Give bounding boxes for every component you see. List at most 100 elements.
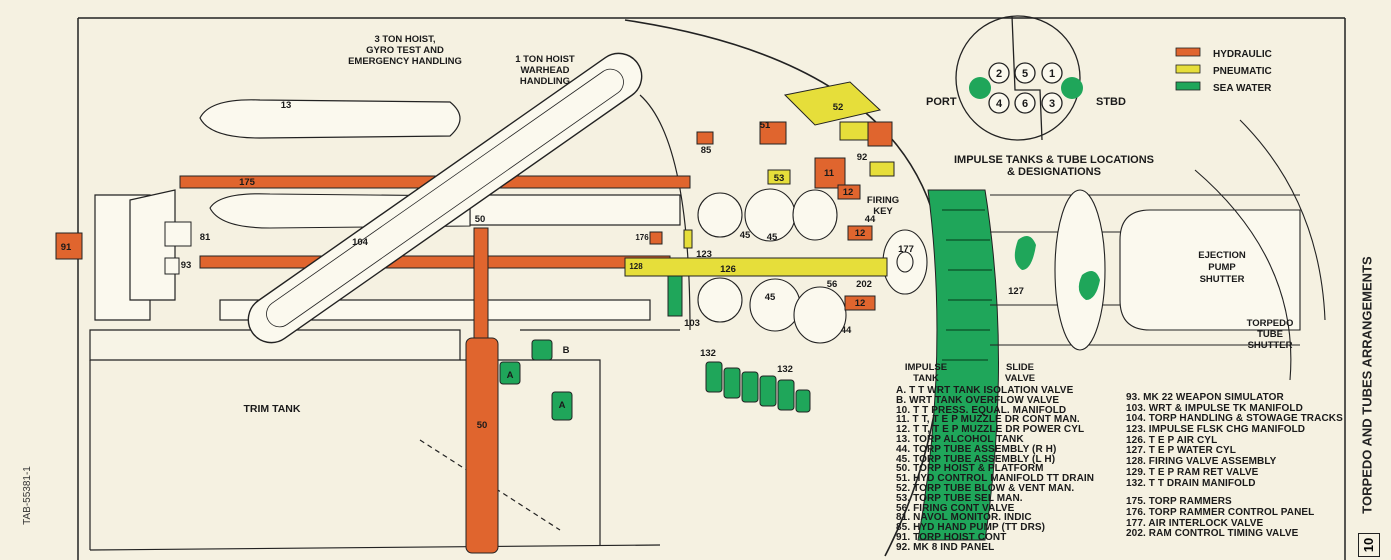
key-item: 85. HYD HAND PUMP (TT DRS) <box>896 522 1046 534</box>
callout-number: B <box>563 345 570 356</box>
tep-water-cyl-127 <box>1014 236 1100 300</box>
callout-number: 176 <box>635 233 649 242</box>
callout-ejection-pump-shutter: PUMP <box>1208 262 1236 273</box>
callout-ejection-pump-shutter: EJECTION <box>1198 250 1246 261</box>
callout-number: 50 <box>477 420 488 431</box>
torpedo-hoist-platform-50 <box>247 52 643 344</box>
hydraulic-swatch <box>1175 47 1201 57</box>
key-item: 176. TORP RAMMER CONTROL PANEL <box>1126 506 1315 518</box>
key-item: 11. T T, T E P MUZZLE DR CONT MAN. <box>896 414 1080 426</box>
callout-number: 127 <box>1008 286 1024 297</box>
mk22-simulator-93 <box>164 257 180 275</box>
callout-number: 56 <box>827 279 838 290</box>
key-item: 123. IMPULSE FLSK CHG MANIFOLD <box>1126 424 1306 436</box>
callout-number: 175 <box>239 177 256 188</box>
callout-number: 103 <box>684 318 700 329</box>
legend-label: SEA WATER <box>1213 83 1272 94</box>
callout-ejection-pump-shutter: SHUTTER <box>1200 274 1245 285</box>
callout-number: A <box>507 370 514 381</box>
callout-trim-tank: TRIM TANK <box>244 403 301 415</box>
callout-firing-key: FIRING <box>867 195 899 206</box>
callout-number: 45 <box>740 230 751 241</box>
callout-impulse-tank: IMPULSE <box>905 362 947 373</box>
callout-number: 12 <box>843 187 854 198</box>
key-item: 10. T T PRESS. EQUAL. MANIFOLD <box>896 404 1067 416</box>
key-item: 44. TORP TUBE ASSEMBLY (R H) <box>896 443 1057 455</box>
callout-number: 12 <box>855 228 866 239</box>
callout-number: 45 <box>765 292 776 303</box>
tube-diagram-caption: & DESIGNATIONS <box>1007 166 1101 178</box>
key-item: 51. HYD CONTROL MANIFOLD TT DRAIN <box>896 473 1095 485</box>
key-item: A. T T WRT TANK ISOLATION VALVE <box>896 385 1074 396</box>
callout-number: 44 <box>865 214 876 225</box>
key-item: B. WRT TANK OVERFLOW VALVE <box>896 394 1060 406</box>
callout-1-ton-hoist: 1 TON HOIST <box>515 54 575 65</box>
hoist-post <box>465 227 499 554</box>
legend-label: PNEUMATIC <box>1213 66 1272 77</box>
key-item: 103. WRT & IMPULSE TK MANIFOLD <box>1126 402 1303 414</box>
stbd-label: STBD <box>1096 96 1126 108</box>
callout-3-ton-hoist: EMERGENCY HANDLING <box>348 56 462 67</box>
callout-number: 202 <box>856 279 872 290</box>
callout-number: 128 <box>629 262 643 271</box>
torpedo-tube-outboard <box>990 119 1326 381</box>
callout-torpedo-tube-shutter: SHUTTER <box>1248 340 1293 351</box>
callout-number: 92 <box>857 152 868 163</box>
sheet-number: 10 <box>1358 533 1380 557</box>
callout-number: 81 <box>200 232 211 243</box>
callout-number: A <box>559 400 566 411</box>
callout-number: 13 <box>281 100 292 111</box>
callout-1-ton-hoist: HANDLING <box>520 76 570 87</box>
torpedo-rammer-lower <box>199 255 671 269</box>
color-legend: HYDRAULIC PNEUMATIC SEA WATER <box>1175 47 1272 94</box>
drawing-number: TAB-55381-1 <box>21 466 33 525</box>
impulse-tank-ribs <box>942 209 992 361</box>
tep-air-cyl-126 <box>624 257 888 277</box>
callout-number: 50 <box>475 214 486 225</box>
tube-number: 4 <box>996 98 1003 110</box>
key-item: 127. T E P WATER CYL <box>1126 445 1236 457</box>
key-item: 177. AIR INTERLOCK VALVE <box>1126 517 1264 529</box>
key-item: 104. TORP HANDLING & STOWAGE TRACKS <box>1126 413 1343 425</box>
torpedo-alcohol-tank-13 <box>199 99 461 139</box>
callout-3-ton-hoist: 3 TON HOIST, <box>374 34 435 45</box>
callout-1-ton-hoist: WARHEAD <box>520 65 569 76</box>
callout-number: 85 <box>701 145 712 156</box>
tube-number: 1 <box>1049 68 1055 80</box>
key-item: 202. RAM CONTROL TIMING VALVE <box>1126 528 1299 540</box>
tube-diagram-caption: IMPULSE TANKS & TUBE LOCATIONS <box>954 154 1154 166</box>
torp-hoist-cont-91 <box>55 232 83 260</box>
key-item: 175. TORP RAMMERS <box>1126 496 1232 508</box>
callout-number: 93 <box>181 260 192 271</box>
tt-drain-manifold-132 <box>499 339 811 421</box>
parts-key-right: 93. MK 22 WEAPON SIMULATOR 103. WRT & IM… <box>1126 392 1343 540</box>
impulse-tank <box>917 189 999 541</box>
pneumatic-swatch <box>1175 64 1201 74</box>
sea-water-swatch <box>1175 81 1201 91</box>
tube-number: 3 <box>1049 98 1055 110</box>
callout-number: 44 <box>841 325 852 336</box>
key-item: 13. TORP ALCOHOL TANK <box>896 433 1024 445</box>
key-item: 50. TORP HOIST & PLATFORM <box>896 463 1044 475</box>
callout-firing-key: KEY <box>873 206 893 217</box>
callout-slide-valve: SLIDE <box>1006 362 1034 373</box>
callout-torpedo-tube-shutter: TORPEDO <box>1247 318 1294 329</box>
callout-impulse-tank: TANK <box>913 373 939 384</box>
callout-number: 45 <box>767 232 778 243</box>
sheet-frame <box>77 17 1346 560</box>
callout-number: 177 <box>898 244 914 255</box>
key-item: 93. MK 22 WEAPON SIMULATOR <box>1126 392 1284 403</box>
sheet-title-text: TORPEDO AND TUBES ARRANGEMENTS <box>1359 256 1375 514</box>
key-item: 45. TORP TUBE ASSEMBLY (L H) <box>896 453 1056 465</box>
callout-number: 91 <box>61 242 72 253</box>
callout-number: 11 <box>824 168 835 179</box>
callout-slide-valve: VALVE <box>1005 373 1035 384</box>
tube-number: 5 <box>1022 68 1028 80</box>
tube-location-diagram <box>955 15 1083 141</box>
key-item: 12. T T, T E P MUZZLE DR POWER CYL <box>896 424 1085 436</box>
callout-number: 51 <box>760 120 771 131</box>
key-item: 81. NAVOL MONITOR. INDIC <box>896 512 1032 524</box>
key-item: 91. TORP HOIST CONT <box>896 531 1007 543</box>
